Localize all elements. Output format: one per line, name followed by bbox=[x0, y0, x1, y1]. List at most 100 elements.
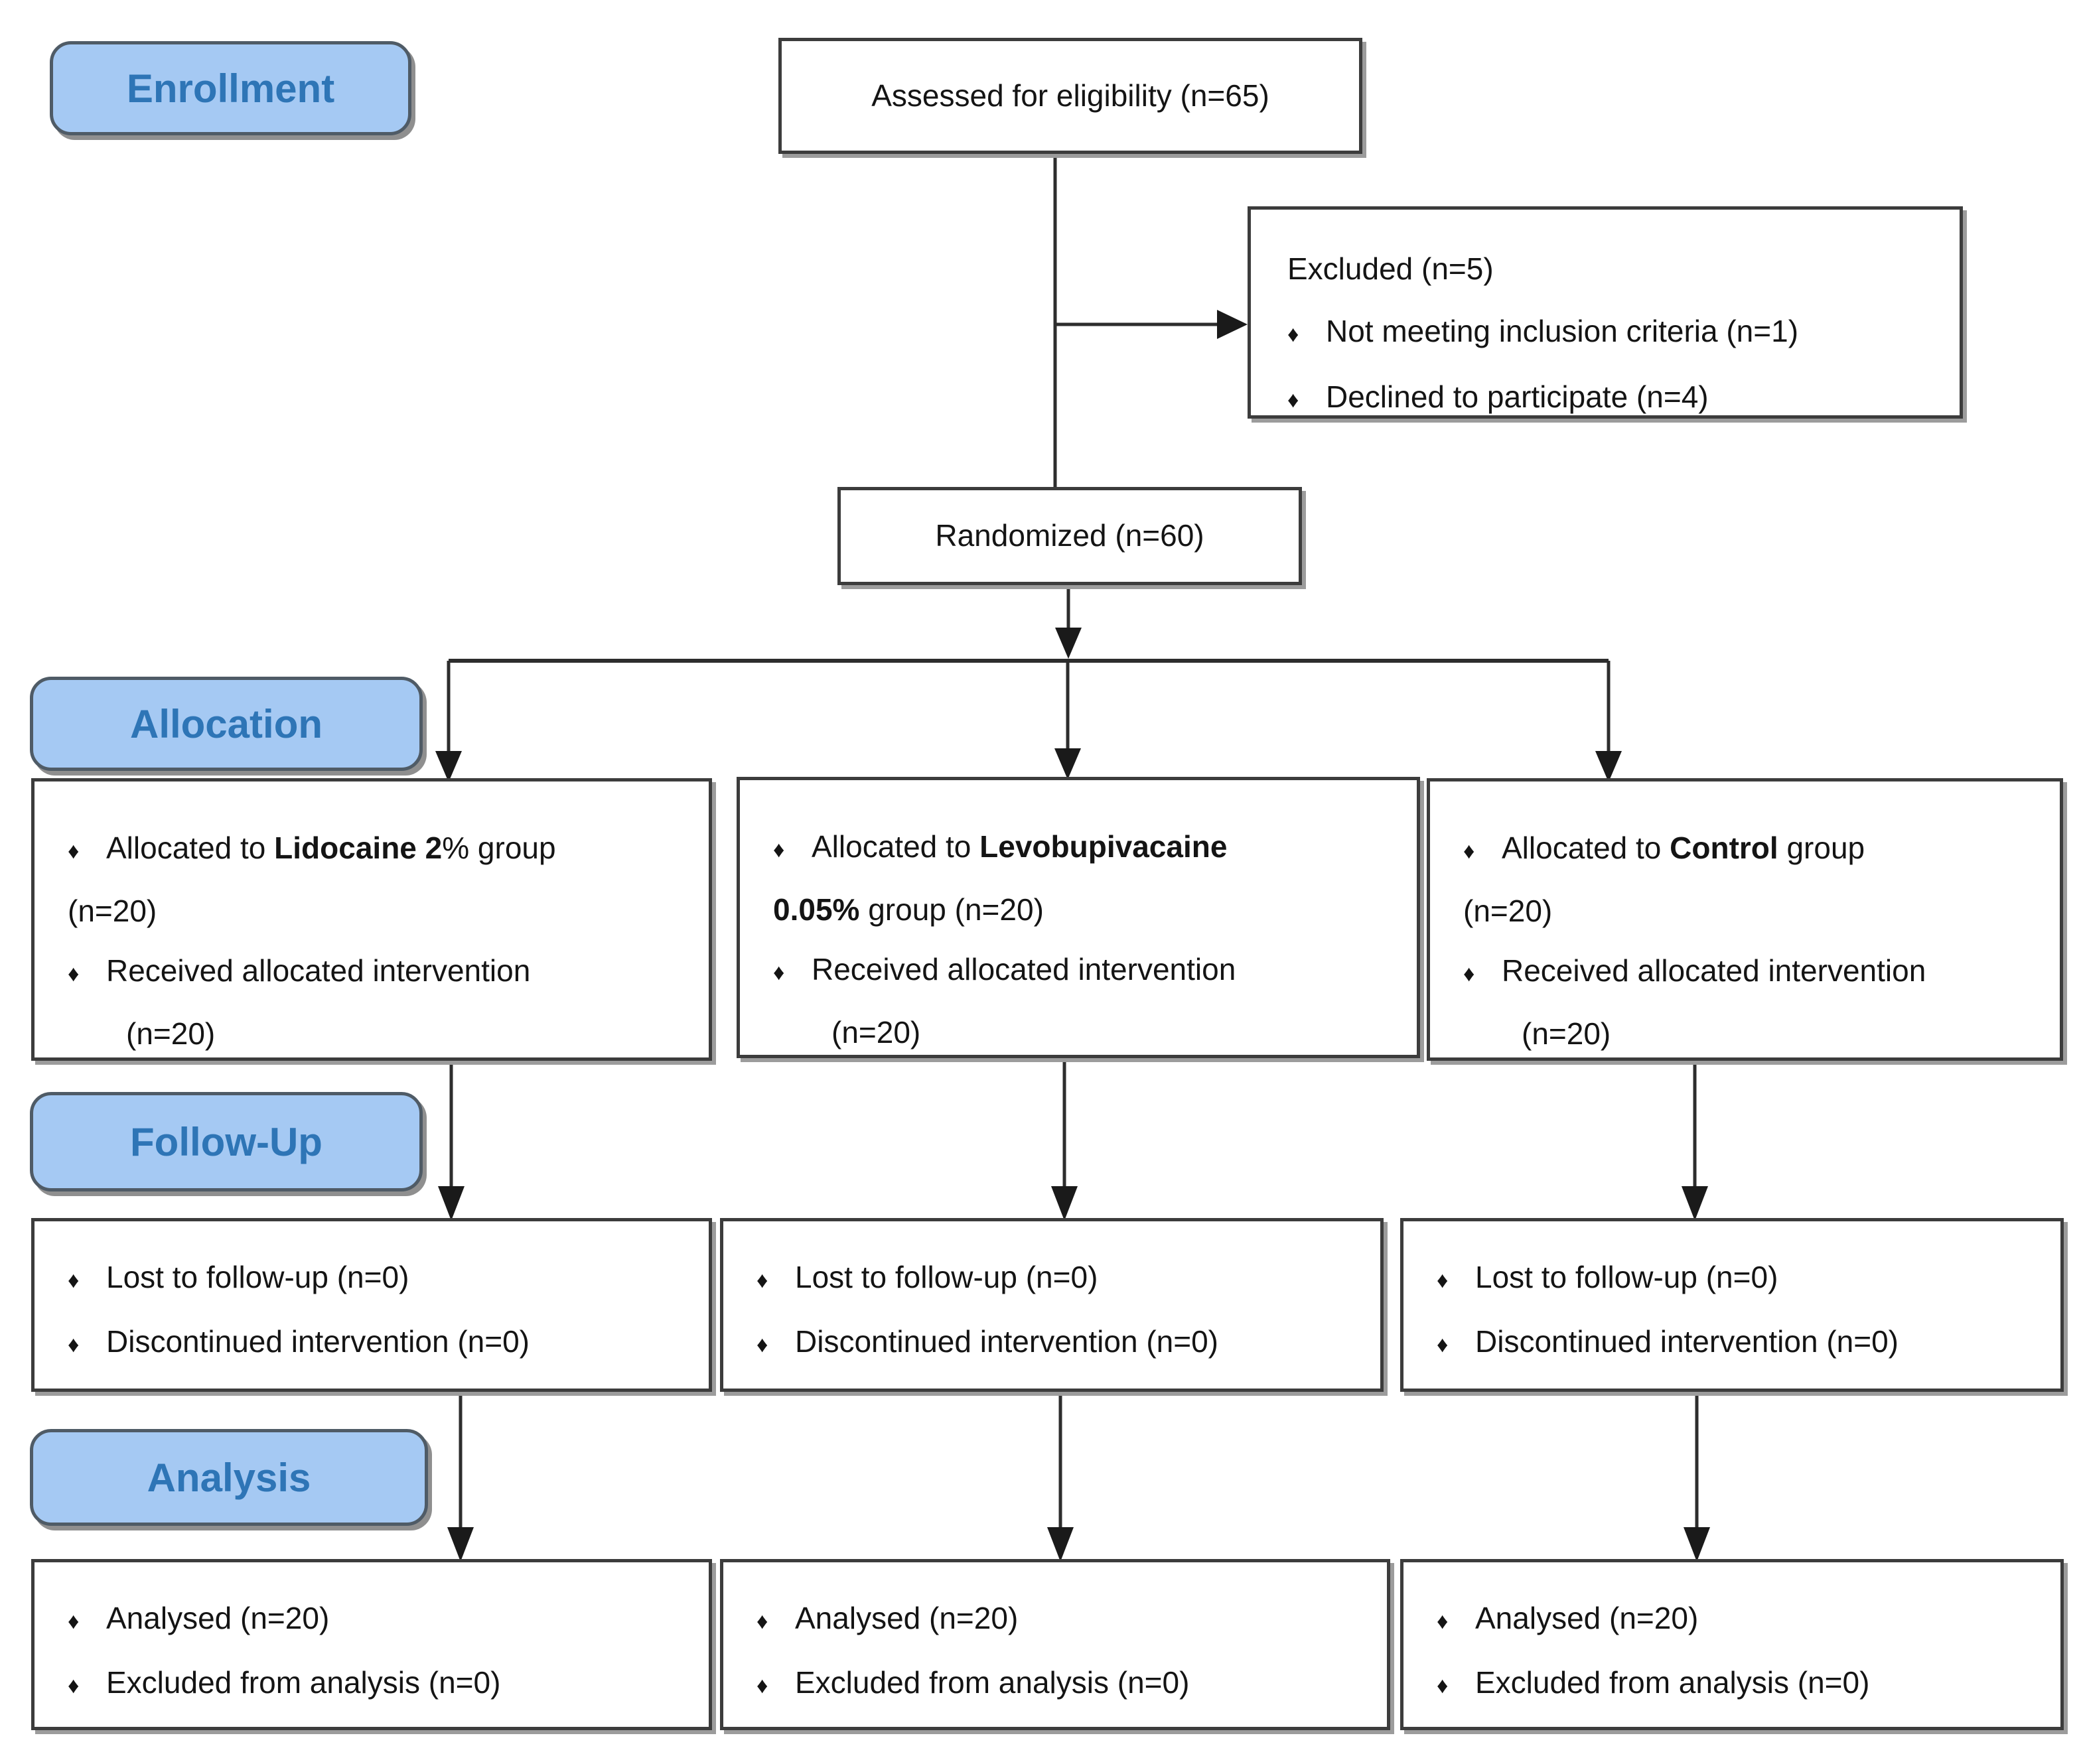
analysis-item: ♦ Analysed (n=20) bbox=[1437, 1588, 2044, 1652]
allocated-to-text: Allocated to bbox=[812, 829, 980, 864]
randomized-text: Randomized (n=60) bbox=[935, 518, 1204, 553]
followup-item: ♦Discontinued intervention (n=0) bbox=[1437, 1311, 2044, 1375]
allocation-bullet-line: ♦ Received allocated intervention bbox=[68, 941, 689, 1004]
allocated-to-text: Allocated to bbox=[106, 831, 275, 865]
analysis-box-lidocaine: ♦Analysed (n=20) ♦ Excluded from analysis… bbox=[31, 1559, 712, 1730]
lost-followup-text: Lost to follow-up (n=0) bbox=[795, 1260, 1098, 1294]
diamond-bullet-icon: ♦ bbox=[68, 1673, 80, 1698]
diamond-bullet-icon: ♦ bbox=[68, 961, 80, 986]
allocation-bullet-line: ♦Allocated to Levobupivacaine bbox=[773, 817, 1397, 880]
arrowhead-analysis-left bbox=[447, 1527, 474, 1562]
followup-box-lidocaine: ♦ Lost to follow-up (n=0) ♦Discontinued i… bbox=[31, 1218, 712, 1392]
allocation-bullet-line: ♦Allocated to Lidocaine 2% group bbox=[68, 818, 689, 881]
excluded-item: ♦ Declined to participate (n=4) bbox=[1287, 366, 1936, 431]
followup-item: ♦Discontinued intervention (n=0) bbox=[756, 1311, 1364, 1375]
stage-label-text: Enrollment bbox=[126, 66, 335, 111]
n-count-text: (n=20) bbox=[68, 894, 157, 928]
arrowhead-fu-mid bbox=[1051, 1186, 1078, 1221]
analysed-text: Analysed (n=20) bbox=[106, 1601, 330, 1635]
excluded-box: Excluded (n=5) ♦ Not meeting inclusion cr… bbox=[1248, 206, 1963, 419]
excluded-analysis-text: Excluded from analysis (n=0) bbox=[106, 1665, 501, 1700]
diamond-bullet-icon: ♦ bbox=[756, 1673, 768, 1698]
n-count-text: (n=20) bbox=[1522, 1016, 1611, 1051]
allocation-wrap-line: (n=20) bbox=[1463, 1004, 2040, 1063]
excluded-analysis-text: Excluded from analysis (n=0) bbox=[795, 1665, 1190, 1700]
allocation-box-levobupivacaine: ♦Allocated to Levobupivacaine 0.05% grou… bbox=[737, 777, 1420, 1058]
analysis-box-levobupivacaine: ♦Analysed (n=20) ♦ Excluded from analysis… bbox=[720, 1559, 1390, 1730]
allocation-wrap-line: (n=20) bbox=[773, 1002, 1397, 1062]
diamond-bullet-icon: ♦ bbox=[1463, 961, 1475, 986]
stage-label-allocation: Allocation bbox=[30, 677, 423, 771]
n-count-text: (n=20) bbox=[126, 1016, 216, 1051]
analysis-item: ♦Analysed (n=20) bbox=[68, 1588, 692, 1652]
group-name-bold: Lidocaine 2 bbox=[274, 831, 443, 865]
allocation-wrap-line: (n=20) bbox=[68, 1004, 689, 1063]
analysed-text: Analysed (n=20) bbox=[1475, 1601, 1699, 1635]
assessed-eligibility-text: Assessed for eligibility (n=65) bbox=[871, 78, 1269, 113]
diamond-bullet-icon: ♦ bbox=[1287, 322, 1299, 347]
allocation-wrap-line: 0.05% group (n=20) bbox=[773, 880, 1397, 939]
arrowhead-analysis-mid bbox=[1047, 1527, 1074, 1562]
n-count-text: (n=20) bbox=[1463, 894, 1553, 928]
diamond-bullet-icon: ♦ bbox=[68, 1332, 80, 1357]
stage-label-text: Analysis bbox=[147, 1455, 311, 1500]
group-suffix-text: group bbox=[1778, 831, 1865, 865]
excluded-item-text: Not meeting inclusion criteria (n=1) bbox=[1326, 314, 1799, 348]
followup-box-control: ♦ Lost to follow-up (n=0) ♦Discontinued i… bbox=[1400, 1218, 2064, 1392]
excluded-item: ♦ Not meeting inclusion criteria (n=1) bbox=[1287, 300, 1936, 366]
n-count-text: (n=20) bbox=[831, 1015, 921, 1050]
diamond-bullet-icon: ♦ bbox=[68, 839, 80, 864]
arrowhead-alloc-right bbox=[1595, 751, 1622, 782]
analysis-box-control: ♦ Analysed (n=20) ♦ Excluded from analysis… bbox=[1400, 1559, 2064, 1730]
excluded-title: Excluded (n=5) bbox=[1287, 251, 1494, 286]
stage-label-enrollment: Enrollment bbox=[50, 41, 411, 135]
lost-followup-text: Lost to follow-up (n=0) bbox=[106, 1260, 409, 1294]
stage-label-followup: Follow-Up bbox=[30, 1092, 423, 1191]
followup-item: ♦Discontinued intervention (n=0) bbox=[68, 1311, 692, 1375]
assessed-eligibility-box: Assessed for eligibility (n=65) bbox=[778, 38, 1362, 154]
analysis-item: ♦ Excluded from analysis (n=0) bbox=[1437, 1652, 2044, 1716]
followup-item: ♦ Lost to follow-up (n=0) bbox=[1437, 1247, 2044, 1311]
diamond-bullet-icon: ♦ bbox=[1463, 839, 1475, 864]
arrowhead-alloc-left bbox=[435, 751, 462, 782]
allocation-box-control: ♦Allocated to Control group (n=20) ♦Rece… bbox=[1427, 778, 2063, 1061]
diamond-bullet-icon: ♦ bbox=[756, 1332, 768, 1357]
received-intervention-text: Received allocated intervention bbox=[1502, 953, 1926, 988]
diamond-bullet-icon: ♦ bbox=[1287, 387, 1299, 413]
excluded-item-text: Declined to participate (n=4) bbox=[1326, 379, 1709, 414]
diamond-bullet-icon: ♦ bbox=[756, 1268, 768, 1293]
allocation-wrap-line: (n=20) bbox=[68, 881, 689, 941]
randomized-box: Randomized (n=60) bbox=[837, 487, 1302, 585]
allocation-box-lidocaine: ♦Allocated to Lidocaine 2% group (n=20) … bbox=[31, 778, 712, 1061]
diamond-bullet-icon: ♦ bbox=[1437, 1609, 1449, 1634]
diamond-bullet-icon: ♦ bbox=[773, 837, 785, 862]
arrowhead-excluded bbox=[1217, 310, 1248, 339]
stage-label-text: Follow-Up bbox=[130, 1119, 323, 1164]
allocated-to-text: Allocated to bbox=[1502, 831, 1670, 865]
group-name-bold: 0.05% bbox=[773, 892, 860, 927]
stage-label-analysis: Analysis bbox=[30, 1429, 428, 1526]
excluded-analysis-text: Excluded from analysis (n=0) bbox=[1475, 1665, 1870, 1700]
analysis-item: ♦Analysed (n=20) bbox=[756, 1588, 1370, 1652]
analysis-item: ♦ Excluded from analysis (n=0) bbox=[68, 1652, 692, 1716]
received-intervention-text: Received allocated intervention bbox=[106, 953, 531, 988]
allocation-wrap-line: (n=20) bbox=[1463, 881, 2040, 941]
diamond-bullet-icon: ♦ bbox=[68, 1268, 80, 1293]
diamond-bullet-icon: ♦ bbox=[1437, 1673, 1449, 1698]
arrowhead-fu-right bbox=[1682, 1186, 1708, 1221]
diamond-bullet-icon: ♦ bbox=[773, 960, 785, 985]
analysed-text: Analysed (n=20) bbox=[795, 1601, 1019, 1635]
n-count-text: group (n=20) bbox=[859, 892, 1044, 927]
arrowhead-alloc-mid bbox=[1054, 748, 1081, 780]
stage-label-text: Allocation bbox=[129, 701, 323, 746]
allocation-bullet-line: ♦ Received allocated intervention bbox=[773, 939, 1397, 1002]
diamond-bullet-icon: ♦ bbox=[1437, 1268, 1449, 1293]
received-intervention-text: Received allocated intervention bbox=[812, 952, 1236, 986]
arrowhead-fu-left bbox=[438, 1186, 465, 1221]
lost-followup-text: Lost to follow-up (n=0) bbox=[1475, 1260, 1778, 1294]
arrowhead-analysis-right bbox=[1684, 1527, 1710, 1562]
followup-item: ♦ Lost to follow-up (n=0) bbox=[756, 1247, 1364, 1311]
discontinued-text: Discontinued intervention (n=0) bbox=[1475, 1324, 1899, 1359]
